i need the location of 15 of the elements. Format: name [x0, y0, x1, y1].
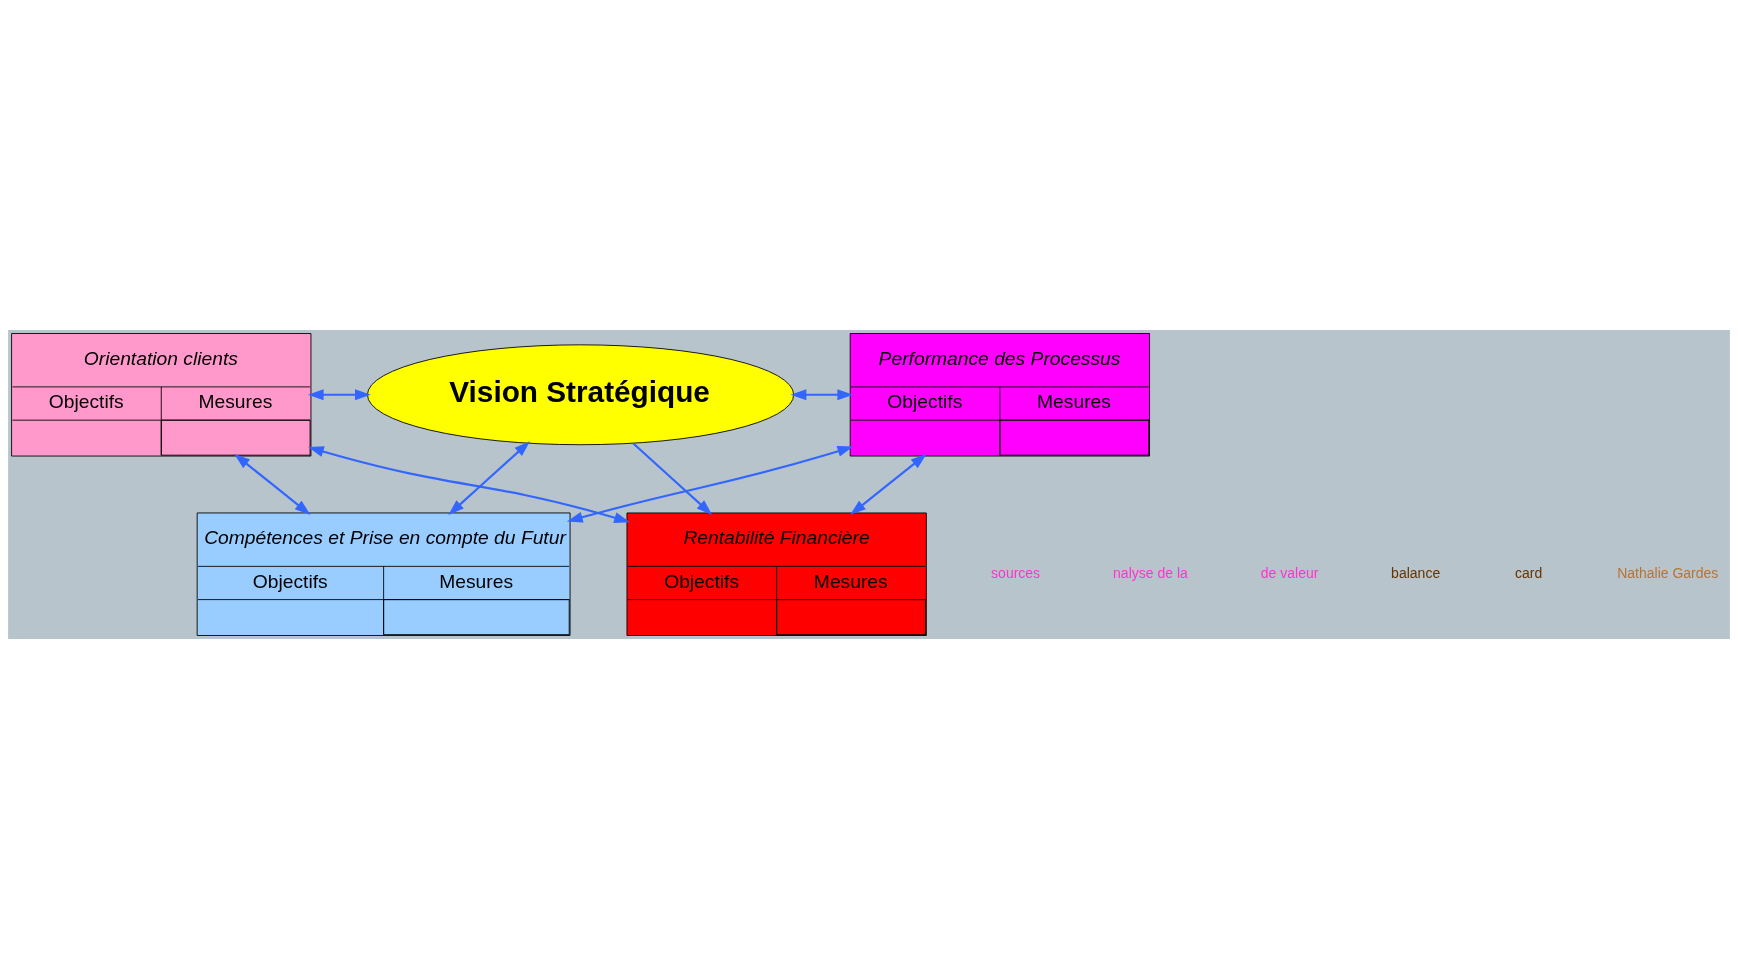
label: balance	[1391, 564, 1441, 581]
arrow	[850, 453, 927, 515]
arrow	[632, 442, 713, 515]
label: nalyse de la	[1113, 564, 1188, 581]
arrow	[790, 388, 854, 400]
node-ellipse: Vision Stratégique	[367, 343, 795, 445]
label: sources	[991, 564, 1041, 581]
label: de valeur	[1260, 564, 1319, 581]
arrow	[308, 445, 630, 523]
arrow	[307, 388, 371, 400]
label: card	[1514, 564, 1543, 581]
arrow	[448, 440, 530, 515]
arrow	[234, 453, 311, 515]
label: Nathalie Gardes	[1617, 564, 1719, 581]
arrow	[566, 445, 854, 523]
